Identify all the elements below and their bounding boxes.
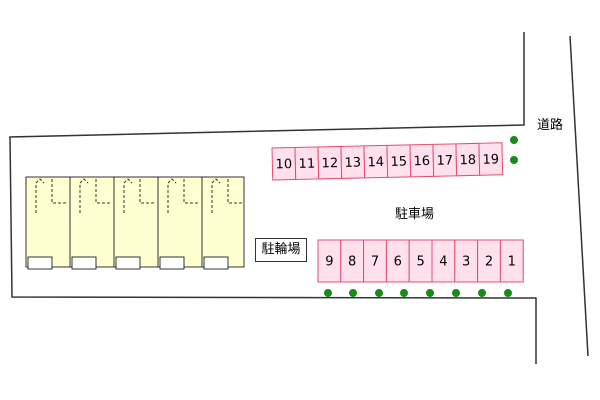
tree-icon: [452, 289, 460, 297]
parking-slot: 18: [455, 142, 481, 177]
parking-slot: 16: [409, 143, 435, 178]
parking-slot-number: 14: [367, 155, 384, 170]
unit-porch: [27, 256, 53, 270]
parking-slot-number: 19: [482, 152, 499, 167]
unit-porch: [203, 256, 229, 270]
building-outline: [25, 176, 245, 268]
tree-icon: [426, 289, 434, 297]
apartment-unit: [157, 177, 198, 270]
parking-slot-number: 17: [436, 153, 453, 168]
bicycle-parking-label: 駐輪場: [255, 238, 307, 262]
parking-slot-number: 6: [394, 255, 402, 270]
parking-slot-number: 13: [344, 155, 361, 170]
parking-slot: 8: [340, 239, 365, 283]
parking-slot: 15: [386, 144, 412, 178]
parking-slot: 2: [477, 239, 501, 283]
road-label: 道路: [537, 118, 564, 133]
unit-porch: [71, 256, 97, 270]
parking-slot: 14: [363, 144, 389, 179]
tree-icon: [400, 289, 408, 297]
parking-slot: 1: [499, 239, 524, 283]
parking-slot: 12: [317, 145, 343, 180]
parking-area-label: 駐車場: [395, 207, 435, 222]
parking-slot: 7: [363, 239, 387, 283]
parking-slot-number: 9: [325, 255, 333, 270]
parking-slot: 19: [478, 142, 504, 176]
unit-porch: [159, 256, 185, 270]
parking-slot: 5: [408, 239, 433, 283]
parking-slot-number: 8: [348, 255, 356, 270]
unit-porch: [115, 256, 141, 270]
parking-slot: 17: [432, 143, 458, 177]
apartment-unit: [201, 177, 242, 270]
parking-slot-number: 4: [439, 255, 447, 270]
parking-slot-number: 7: [371, 255, 379, 270]
site-boundary: [9, 32, 537, 364]
parking-slot-number: 3: [462, 255, 470, 270]
parking-slot: 3: [454, 239, 479, 283]
parking-slot-number: 2: [485, 255, 493, 270]
parking-slot: 9: [317, 239, 342, 283]
tree-icon: [375, 289, 383, 297]
parking-slot-number: 18: [459, 153, 476, 168]
apartment-building: [25, 176, 245, 270]
apartment-unit: [69, 177, 110, 270]
tree-icon: [324, 289, 332, 297]
parking-slot-number: 12: [321, 156, 338, 171]
tree-icon: [504, 289, 512, 297]
parking-slot-number: 1: [508, 255, 516, 270]
parking-slot-number: 5: [416, 255, 424, 270]
parking-slot: 4: [431, 239, 456, 283]
parking-slot: 10: [271, 146, 297, 181]
parking-slot: 6: [385, 239, 410, 283]
parking-slot-number: 10: [275, 157, 292, 172]
parking-slot-number: 11: [298, 157, 315, 172]
tree-icon: [478, 289, 486, 297]
road-edge: [569, 35, 589, 357]
parking-slot: 13: [340, 145, 366, 179]
tree-icon: [510, 156, 518, 164]
parking-slot-number: 16: [413, 154, 430, 169]
apartment-unit: [27, 178, 66, 270]
parking-row-upper: 10 11 12 13 14 15 16 17 18 19: [271, 142, 504, 181]
tree-icon: [349, 289, 357, 297]
tree-group: [324, 136, 518, 297]
parking-slot-number: 15: [390, 154, 407, 169]
apartment-unit: [113, 177, 154, 270]
parking-slot: 11: [294, 146, 320, 180]
tree-icon: [510, 136, 518, 144]
